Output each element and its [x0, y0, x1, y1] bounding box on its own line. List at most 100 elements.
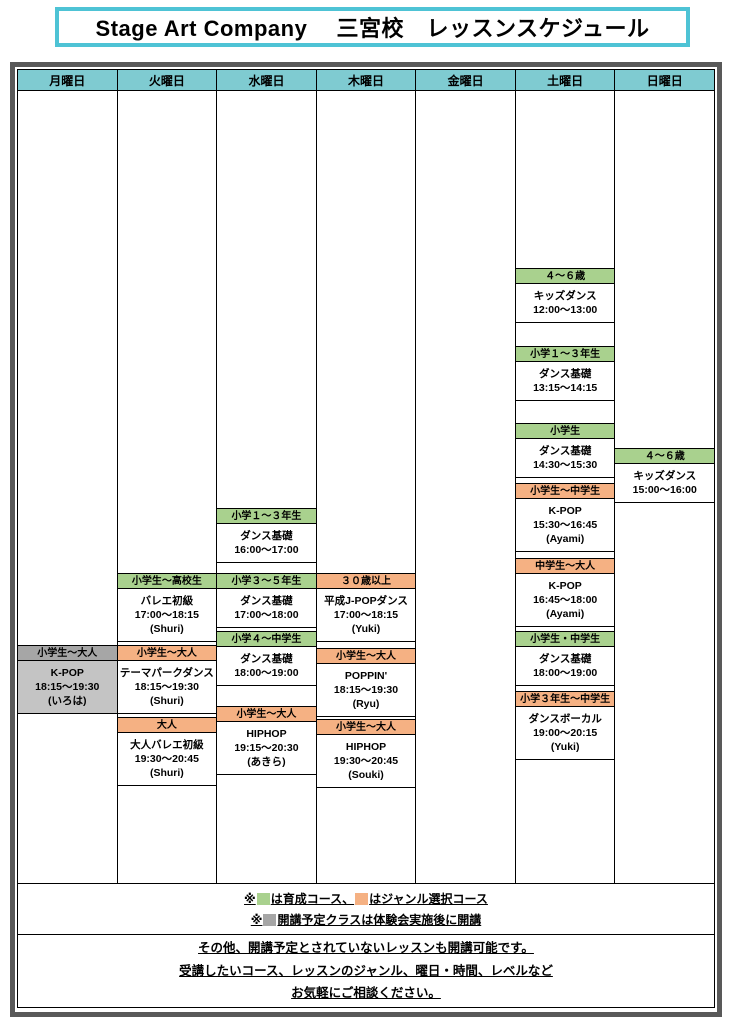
legend-gray-label: 開講予定クラスは体験会実施後に開講 [277, 913, 482, 927]
day-header: 土曜日 [515, 70, 615, 91]
lesson-time: 15:30〜16:45 [533, 519, 598, 531]
day-header: 火曜日 [117, 70, 217, 91]
lesson-details: ダンス基礎 14:30〜15:30 [515, 439, 615, 478]
day-body [416, 91, 515, 883]
lesson-time: 18:15〜19:30 [35, 681, 100, 693]
legend-green-label: は育成コース、 [270, 892, 355, 906]
lesson-teacher: (Ayami) [546, 608, 585, 620]
lesson-audience: 小学生〜大人 [316, 648, 416, 664]
legend-course-types: ※ は育成コース、はジャンル選択コース [244, 890, 488, 907]
lesson-audience: 小学３年生〜中学生 [515, 691, 615, 707]
lesson-audience: 小学生〜大人 [18, 645, 117, 661]
lesson-time: 18:15〜19:30 [134, 681, 199, 693]
lesson-title: HIPHOP [345, 741, 387, 753]
lesson-title: キッズダンス [633, 470, 697, 482]
page-title-text: Stage Art Company 三宮校 レッスンスケジュール [95, 16, 650, 41]
legend-orange-label: はジャンル選択コース [369, 892, 488, 906]
lesson-audience: 小学生〜大人 [117, 645, 217, 661]
lesson-time: 14:30〜15:30 [533, 459, 598, 471]
lesson-time: 18:00〜19:00 [533, 667, 598, 679]
page-title: Stage Art Company 三宮校 レッスンスケジュール [55, 7, 690, 47]
lesson-title: ダンス基礎 [539, 653, 592, 665]
lesson-audience: 小学４〜中学生 [217, 631, 316, 647]
lesson-teacher: (Ayami) [546, 533, 585, 545]
lesson-title: 平成J-POPダンス [324, 595, 408, 607]
lesson-card: 小学生〜大人 HIPHOP 19:30〜20:45 (Souki) [316, 719, 416, 788]
lesson-title: POPPIN' [344, 670, 388, 682]
lesson-audience: 小学１〜３年生 [217, 508, 316, 524]
lesson-teacher: (あきら) [247, 756, 286, 768]
day-header: 水曜日 [217, 70, 316, 91]
lesson-teacher: (Ryu) [352, 698, 380, 710]
lesson-time: 12:00〜13:00 [533, 304, 598, 316]
legend-planned-classes: ※ 開講予定クラスは体験会実施後に開講 [251, 911, 481, 928]
lesson-time: 18:00〜19:00 [234, 667, 299, 679]
lesson-teacher: (Yuki) [351, 623, 381, 635]
lesson-audience: 小学生〜中学生 [515, 483, 615, 499]
lesson-teacher: (Souki) [348, 769, 384, 781]
lesson-audience: 小学生・中学生 [515, 631, 615, 647]
lesson-teacher: (Shuri) [149, 623, 184, 635]
lesson-teacher: (Shuri) [149, 695, 184, 707]
note-line-3: お気軽にご相談ください。 [291, 986, 441, 1001]
lesson-title: 大人バレエ初級 [130, 739, 204, 751]
gray-course-swatch-icon [263, 914, 277, 926]
orange-course-swatch-icon [355, 893, 369, 905]
lesson-title: ダンス基礎 [240, 595, 293, 607]
lesson-audience: 小学生〜大人 [316, 719, 416, 735]
notes-box: その他、開講予定とされていないレッスンも開講可能です。 受講したいコース、レッス… [17, 934, 715, 1008]
green-course-swatch-icon [256, 893, 270, 905]
lesson-details: 平成J-POPダンス 17:00〜18:15 (Yuki) [316, 589, 416, 642]
lesson-title: ダンスボーカル [528, 713, 602, 725]
lesson-title: ダンス基礎 [539, 445, 592, 457]
lesson-time: 19:30〜20:45 [333, 755, 399, 767]
lesson-title: ダンス基礎 [240, 653, 293, 665]
lesson-time: 19:30〜20:45 [134, 753, 199, 765]
lesson-card: 小学４〜中学生ダンス基礎 18:00〜19:00 [217, 631, 316, 686]
day-column: 金曜日 [415, 69, 516, 884]
lesson-time: 19:15〜20:30 [234, 742, 299, 754]
lesson-details: ダンス基礎 18:00〜19:00 [217, 647, 316, 686]
note-line-1: その他、開講予定とされていないレッスンも開講可能です。 [198, 941, 534, 956]
day-header: 金曜日 [416, 70, 515, 91]
lesson-audience: 中学生〜大人 [515, 558, 615, 574]
lesson-time: 19:00〜20:15 [533, 727, 598, 739]
lesson-teacher: (いろは) [48, 695, 87, 707]
lesson-time: 15:00〜16:00 [632, 484, 697, 496]
legend-prefix-2: ※ [250, 913, 263, 927]
lesson-title: ダンス基礎 [539, 368, 592, 380]
day-header: 日曜日 [615, 70, 715, 91]
legend-prefix-1: ※ [244, 892, 256, 906]
lesson-time: 17:00〜18:15 [333, 609, 399, 621]
lesson-details: POPPIN'18:15〜19:30(Ryu) [316, 664, 416, 717]
lesson-card: 小学生・中学生ダンス基礎 18:00〜19:00 [515, 631, 615, 686]
lesson-teacher: (Shuri) [149, 767, 184, 779]
lesson-time: 16:00〜17:00 [234, 544, 299, 556]
